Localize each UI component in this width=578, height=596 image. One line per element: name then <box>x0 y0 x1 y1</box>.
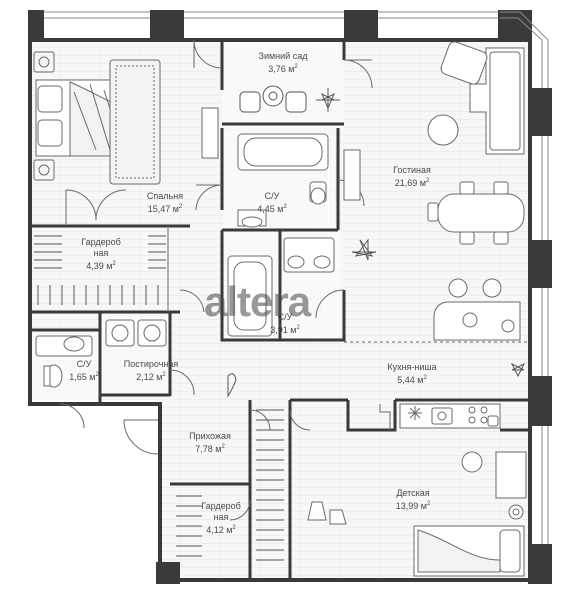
room-label-kids: Детская 13,99 м2 <box>395 488 431 511</box>
room-label-wardrobe1: Гардероб ная 4,39 м2 <box>81 237 121 271</box>
room-label-wardrobe2: Гардероб ная 4,12 м2 <box>201 501 241 535</box>
wardrobe-hangers <box>34 235 284 561</box>
kids-furniture <box>307 451 527 577</box>
winter-garden-furniture <box>239 85 340 113</box>
brand-watermark: altera <box>204 278 311 325</box>
bedroom-furniture <box>33 51 161 185</box>
living-furniture <box>351 41 526 378</box>
thin-partitions <box>65 190 530 430</box>
room-label-living: Гостиная 21,69 м2 <box>393 165 431 188</box>
room-label-laundry: Постирочная 2,12 м2 <box>123 359 179 382</box>
room-label-bath3: С/У 1,65 м2 <box>69 359 99 382</box>
interior-walls <box>30 40 530 580</box>
sanitary-fixtures <box>35 107 361 388</box>
room-label-bath2: С/У 3,91 м2 <box>270 312 300 335</box>
window-blocks <box>28 10 552 584</box>
room-label-bedroom: Спальня 15,47 м2 <box>146 191 184 214</box>
room-label-kitchen: Кухня-ниша 5,44 м2 <box>387 362 437 385</box>
window-glass <box>44 11 549 544</box>
room-label-bath1: С/У 4,45 м2 <box>257 191 287 214</box>
room-label-hall: Прихожая 7,78 м2 <box>189 431 231 454</box>
room-label-winter-garden: Зимний сад 3,76 м2 <box>258 51 308 74</box>
hall-objects <box>227 373 237 398</box>
kitchen-fixtures <box>399 403 501 429</box>
